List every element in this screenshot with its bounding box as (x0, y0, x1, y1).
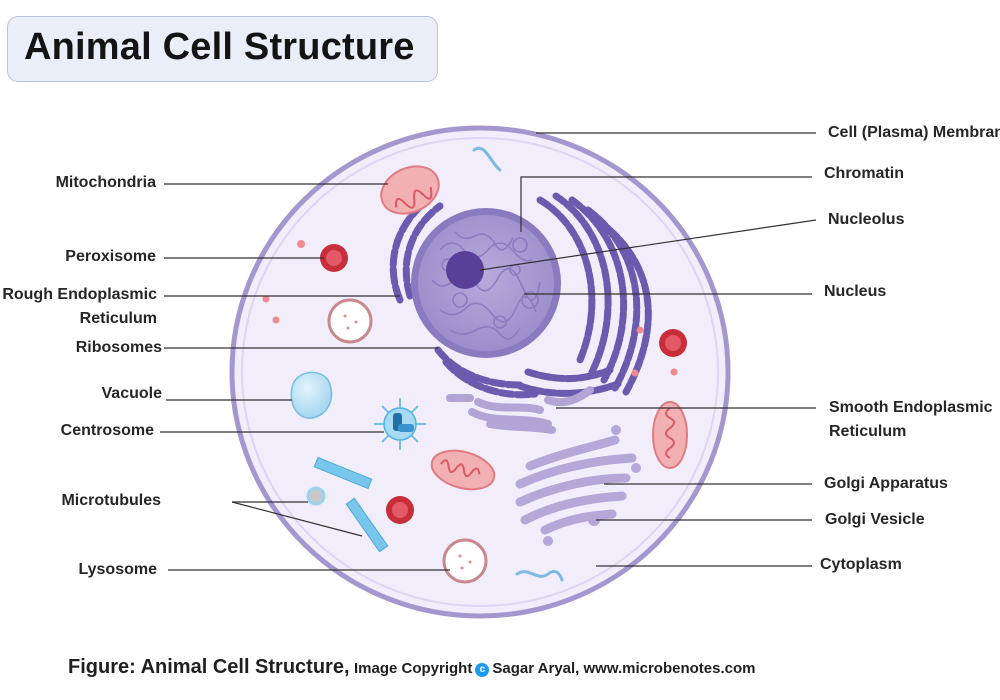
mitochondrion (380, 165, 440, 215)
cytoplasm (241, 137, 719, 607)
title-box: Animal Cell Structure (7, 16, 438, 82)
label-cell-membrane: Cell (Plasma) Membrane (828, 124, 1000, 141)
caption-author: Sagar Aryal, www.microbenotes.com (492, 660, 756, 677)
label-peroxisome: Peroxisome (65, 248, 156, 265)
caption-figure: Figure: Animal Cell Structure, (68, 656, 350, 678)
vesicle-dots (343, 314, 472, 570)
caption-copyright-prefix: Image Copyright (353, 660, 473, 677)
label-nucleus: Nucleus (824, 283, 887, 300)
golgi-vesicles (543, 425, 641, 546)
peroxisome (320, 244, 348, 272)
mitochondrion (430, 449, 496, 491)
label-ribosomes: Ribosomes (75, 339, 162, 356)
lysosome (659, 329, 687, 357)
label-nucleolus: Nucleolus (828, 211, 905, 228)
label-microtubules: Microtubules (61, 492, 161, 509)
small-granules (262, 240, 678, 377)
label-golgi-vesicle: Golgi Vesicle (825, 511, 925, 528)
mitochondrion (652, 401, 688, 469)
cell-membrane (229, 125, 731, 619)
label-smooth-er-line2: Reticulum (829, 423, 907, 440)
label-smooth-er-line1: Smooth Endoplasmic (829, 399, 993, 416)
leader-lines (160, 132, 817, 571)
vacuole (290, 371, 333, 419)
label-rough-er-line2: Reticulum (79, 310, 157, 327)
label-centrosome: Centrosome (60, 422, 154, 439)
nucleus (418, 215, 554, 351)
label-vacuole: Vacuole (101, 385, 162, 402)
filament (472, 146, 502, 172)
label-lysosome: Lysosome (78, 561, 157, 578)
microtubules (306, 456, 389, 553)
golgi-apparatus (515, 435, 637, 535)
label-chromatin: Chromatin (824, 165, 904, 182)
copyright-icon: c (475, 663, 490, 677)
label-cytoplasm: Cytoplasm (820, 556, 902, 573)
label-rough-er-line1: Rough Endoplasmic (2, 286, 157, 303)
nucleolus (446, 251, 484, 289)
filament (515, 570, 564, 582)
label-mitochondria: Mitochondria (55, 174, 156, 191)
page-title: Animal Cell Structure (24, 26, 415, 68)
figure-caption: Figure: Animal Cell Structure, Image Cop… (68, 656, 755, 679)
smooth-endoplasmic-reticulum (446, 386, 594, 434)
rough-er-stacks (516, 192, 652, 397)
label-golgi-apparatus: Golgi Apparatus (824, 475, 948, 492)
centrosome (374, 398, 426, 450)
lysosome (386, 496, 414, 524)
vesicle (327, 298, 488, 584)
